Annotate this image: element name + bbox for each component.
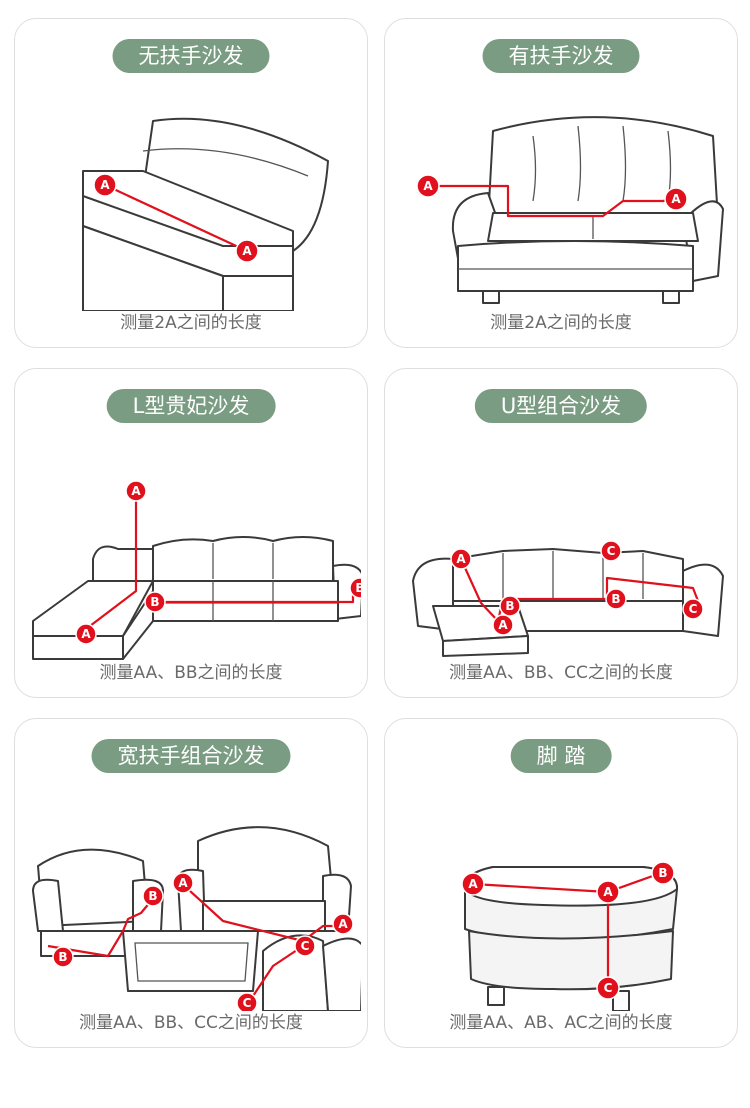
- svg-text:A: A: [603, 885, 613, 899]
- card-caption: 测量AA、BB、CC之间的长度: [79, 1013, 303, 1033]
- svg-text:A: A: [100, 178, 110, 192]
- svg-text:A: A: [338, 917, 348, 931]
- svg-text:C: C: [243, 996, 252, 1010]
- card-caption: 测量AA、AB、AC之间的长度: [449, 1013, 673, 1033]
- card-title: L型贵妃沙发: [106, 389, 276, 423]
- svg-text:B: B: [148, 889, 157, 903]
- svg-text:A: A: [498, 618, 508, 632]
- card-title: 脚 踏: [510, 739, 612, 773]
- svg-text:B: B: [355, 581, 361, 595]
- svg-text:A: A: [671, 192, 681, 206]
- card-footstool: 脚 踏 A A B C 测量AA、AB、AC之间的长度: [384, 718, 738, 1048]
- card-wide-arm-combo-sofa: 宽扶手组合沙发 B B A A C C 测量AA、BB、CC之间的长度: [14, 718, 368, 1048]
- card-title: 宽扶手组合沙发: [91, 739, 291, 773]
- l-shaped-sofa-illustration: A A B B: [32, 480, 361, 660]
- card-armless-sofa: 无扶手沙发 A A 测量2A之间的长度: [14, 18, 368, 348]
- card-armrest-sofa: 有扶手沙发 A A 测量2A之间的长度: [384, 18, 738, 348]
- svg-text:C: C: [607, 544, 616, 558]
- footstool-illustration: A A B C: [461, 861, 679, 1011]
- svg-text:B: B: [58, 950, 67, 964]
- svg-text:B: B: [658, 866, 667, 880]
- svg-text:A: A: [178, 876, 188, 890]
- svg-text:A: A: [456, 552, 466, 566]
- card-title: 无扶手沙发: [112, 39, 270, 73]
- svg-text:A: A: [131, 484, 141, 498]
- svg-text:B: B: [505, 599, 514, 613]
- card-title: U型组合沙发: [474, 389, 648, 423]
- svg-text:B: B: [150, 595, 159, 609]
- armless-sofa-illustration: A A: [82, 117, 329, 311]
- u-shaped-sofa-illustration: A A B B C C: [412, 540, 724, 657]
- card-l-shaped-sofa: L型贵妃沙发 A A B B 测量AA、BB之间的长度: [14, 368, 368, 698]
- card-caption: 测量2A之间的长度: [120, 313, 262, 333]
- card-caption: 测量2A之间的长度: [490, 313, 632, 333]
- svg-text:C: C: [604, 981, 613, 995]
- card-caption: 测量AA、BB之间的长度: [99, 663, 283, 683]
- card-title: 有扶手沙发: [482, 39, 640, 73]
- svg-text:A: A: [468, 877, 478, 891]
- card-caption: 测量AA、BB、CC之间的长度: [449, 663, 673, 683]
- svg-text:A: A: [423, 179, 433, 193]
- armrest-sofa-illustration: A A: [416, 116, 724, 304]
- svg-text:A: A: [242, 244, 252, 258]
- wide-arm-combo-sofa-illustration: B B A A C C: [32, 826, 361, 1011]
- svg-text:C: C: [301, 939, 310, 953]
- svg-text:C: C: [689, 602, 698, 616]
- card-u-shaped-sofa: U型组合沙发 A A B B C C 测量AA、BB、CC之间的长度: [384, 368, 738, 698]
- svg-text:B: B: [611, 592, 620, 606]
- svg-text:A: A: [81, 627, 91, 641]
